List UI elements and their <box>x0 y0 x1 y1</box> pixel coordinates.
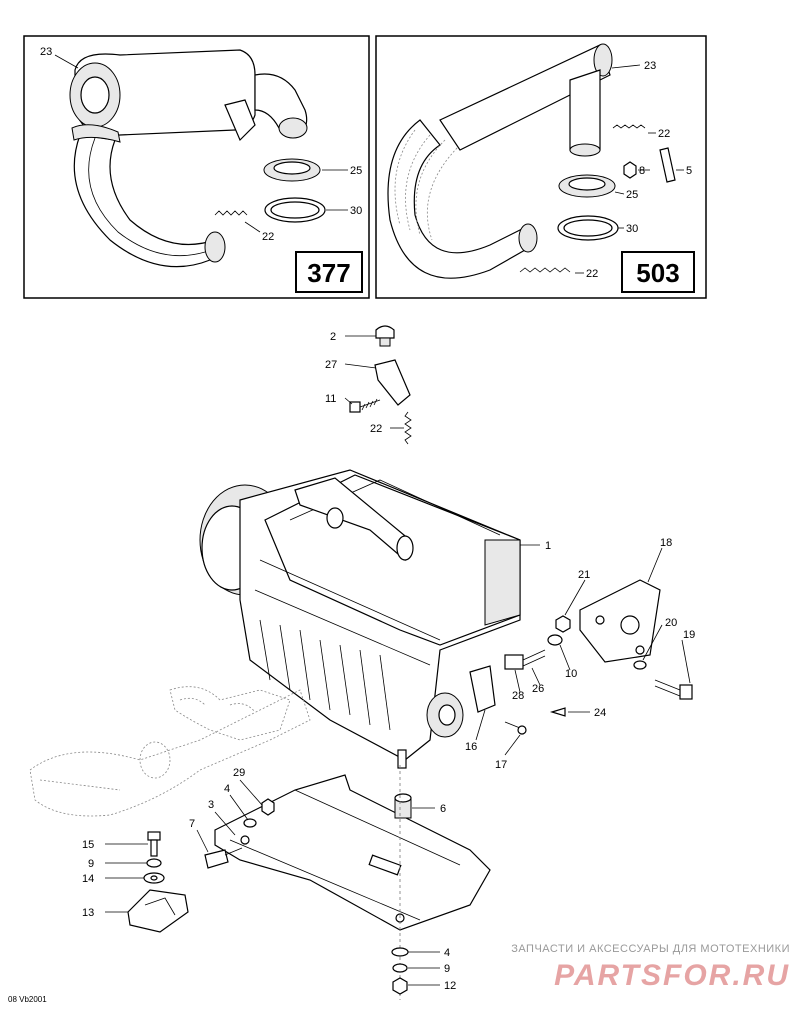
label-12: 12 <box>444 980 456 992</box>
label-13: 13 <box>82 907 94 919</box>
inset-503-label-23: 23 <box>644 60 656 72</box>
label-1: 1 <box>545 540 551 552</box>
label-2: 2 <box>330 331 336 343</box>
label-9-bottom: 9 <box>444 963 450 975</box>
exhaust-manifold-ghost <box>29 686 311 817</box>
inset-377-label-22: 22 <box>262 231 274 243</box>
inset-377-model-number: 377 <box>307 258 350 288</box>
label-19: 19 <box>683 629 695 641</box>
label-29: 29 <box>233 767 245 779</box>
label-24: 24 <box>594 707 606 719</box>
label-16: 16 <box>465 741 477 753</box>
label-11: 11 <box>325 393 336 405</box>
top-small-parts: 2 27 11 22 <box>325 325 412 445</box>
left-mount-stack: 15 9 14 13 <box>82 831 189 933</box>
right-mount-parts: 18 21 20 19 10 26 28 24 16 17 <box>465 537 695 771</box>
label-26: 26 <box>532 683 544 695</box>
label-9: 9 <box>88 858 94 870</box>
inset-503-label-5: 5 <box>686 165 692 177</box>
inset-503-label-30: 30 <box>626 223 638 235</box>
label-3: 3 <box>208 799 214 811</box>
label-15: 15 <box>82 839 94 851</box>
label-4-bottom: 4 <box>444 947 450 959</box>
label-10: 10 <box>565 668 577 680</box>
drawing-code: 08 Vb2001 <box>8 995 47 1004</box>
label-20: 20 <box>665 617 677 629</box>
inset-377-label-25: 25 <box>350 165 362 177</box>
inset-377-label-23: 23 <box>40 46 52 58</box>
watermark: ЗАПЧАСТИ И АКСЕССУАРЫ ДЛЯ МОТОТЕХНИКИ PA… <box>511 943 790 992</box>
label-6: 6 <box>440 803 446 815</box>
label-22: 22 <box>370 423 382 435</box>
watermark-brand: PARTSFOR.RU <box>554 959 790 992</box>
label-17: 17 <box>495 759 507 771</box>
inset-503-label-8: 8 <box>639 165 645 177</box>
label-7: 7 <box>189 818 195 830</box>
inset-377-label-30: 30 <box>350 205 362 217</box>
inset-503-label-22-top: 22 <box>658 128 670 140</box>
engine-assembly: 1 <box>199 469 551 769</box>
inset-503-panel: 23 22 8 5 25 30 22 503 <box>375 35 707 299</box>
watermark-tagline: ЗАПЧАСТИ И АКСЕССУАРЫ ДЛЯ МОТОТЕХНИКИ <box>511 943 790 955</box>
inset-503-model-number: 503 <box>636 258 679 288</box>
label-28: 28 <box>512 690 524 702</box>
label-21: 21 <box>578 569 590 581</box>
label-27: 27 <box>325 359 337 371</box>
inset-503-label-22-bottom: 22 <box>586 268 598 280</box>
label-14: 14 <box>82 873 94 885</box>
bottom-fastener-stack: 4 9 12 <box>391 765 456 1000</box>
inset-503-label-25: 25 <box>626 189 638 201</box>
label-18: 18 <box>660 537 672 549</box>
engine-plate: 29 4 3 7 6 <box>189 767 491 931</box>
label-4: 4 <box>224 783 230 795</box>
inset-377-panel: 23 25 30 22 377 <box>23 35 370 299</box>
